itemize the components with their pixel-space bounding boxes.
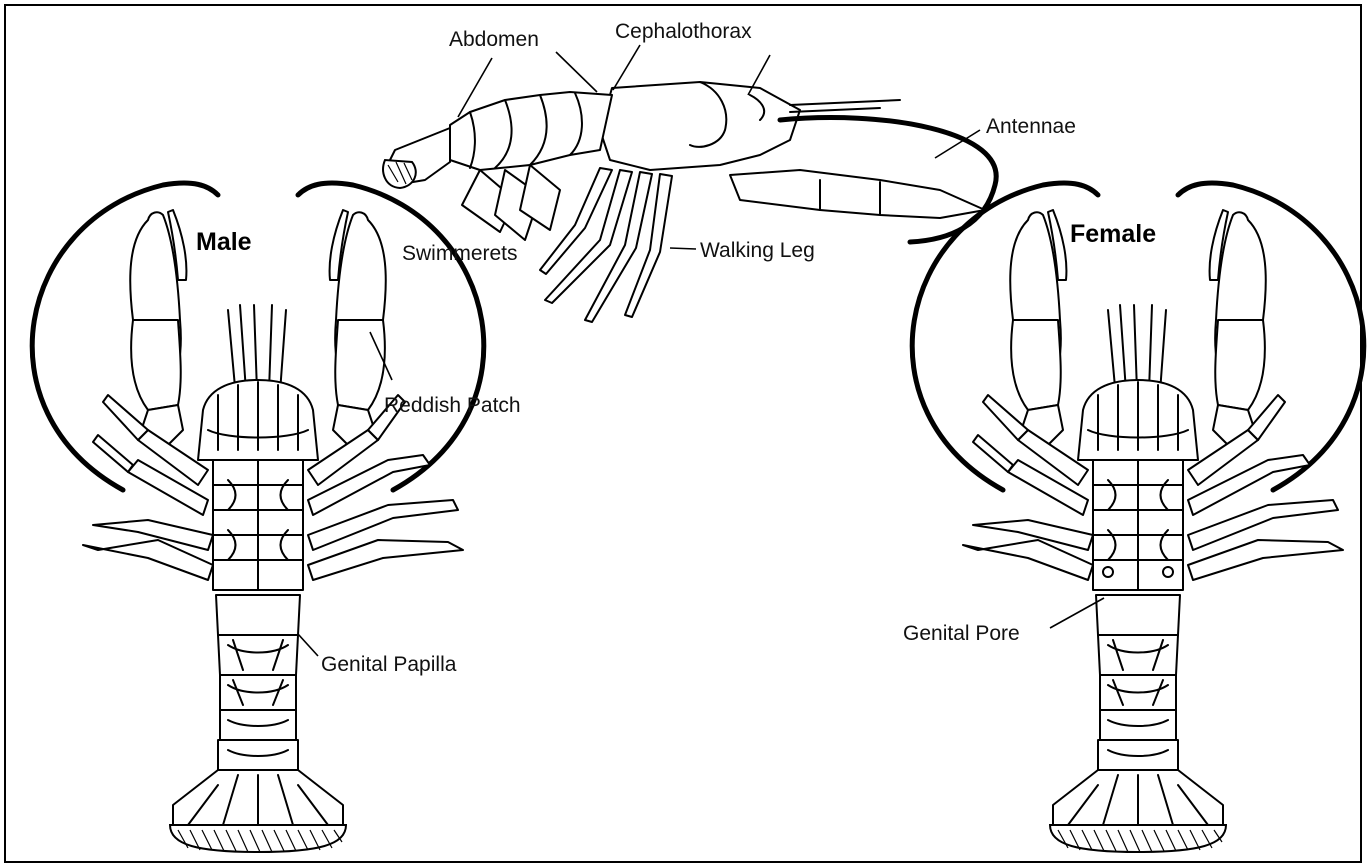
cephalothorax-label: Cephalothorax — [615, 21, 752, 42]
genital-pore-label: Genital Pore — [903, 623, 1020, 644]
swimmerets-label: Swimmerets — [402, 243, 518, 264]
genital-papilla-leader — [298, 634, 318, 656]
male-title: Male — [196, 230, 252, 255]
crayfish-female — [912, 183, 1364, 852]
antennae-label: Antennae — [986, 116, 1076, 137]
abdomen-label: Abdomen — [449, 29, 539, 50]
walking-leg-label: Walking Leg — [700, 240, 815, 261]
genital-papilla-label: Genital Papilla — [321, 654, 456, 675]
female-title: Female — [1070, 222, 1156, 247]
crayfish-male — [32, 183, 484, 852]
crayfish-side-view — [383, 45, 996, 322]
reddish-patch-label: Reddish Patch — [384, 395, 521, 416]
